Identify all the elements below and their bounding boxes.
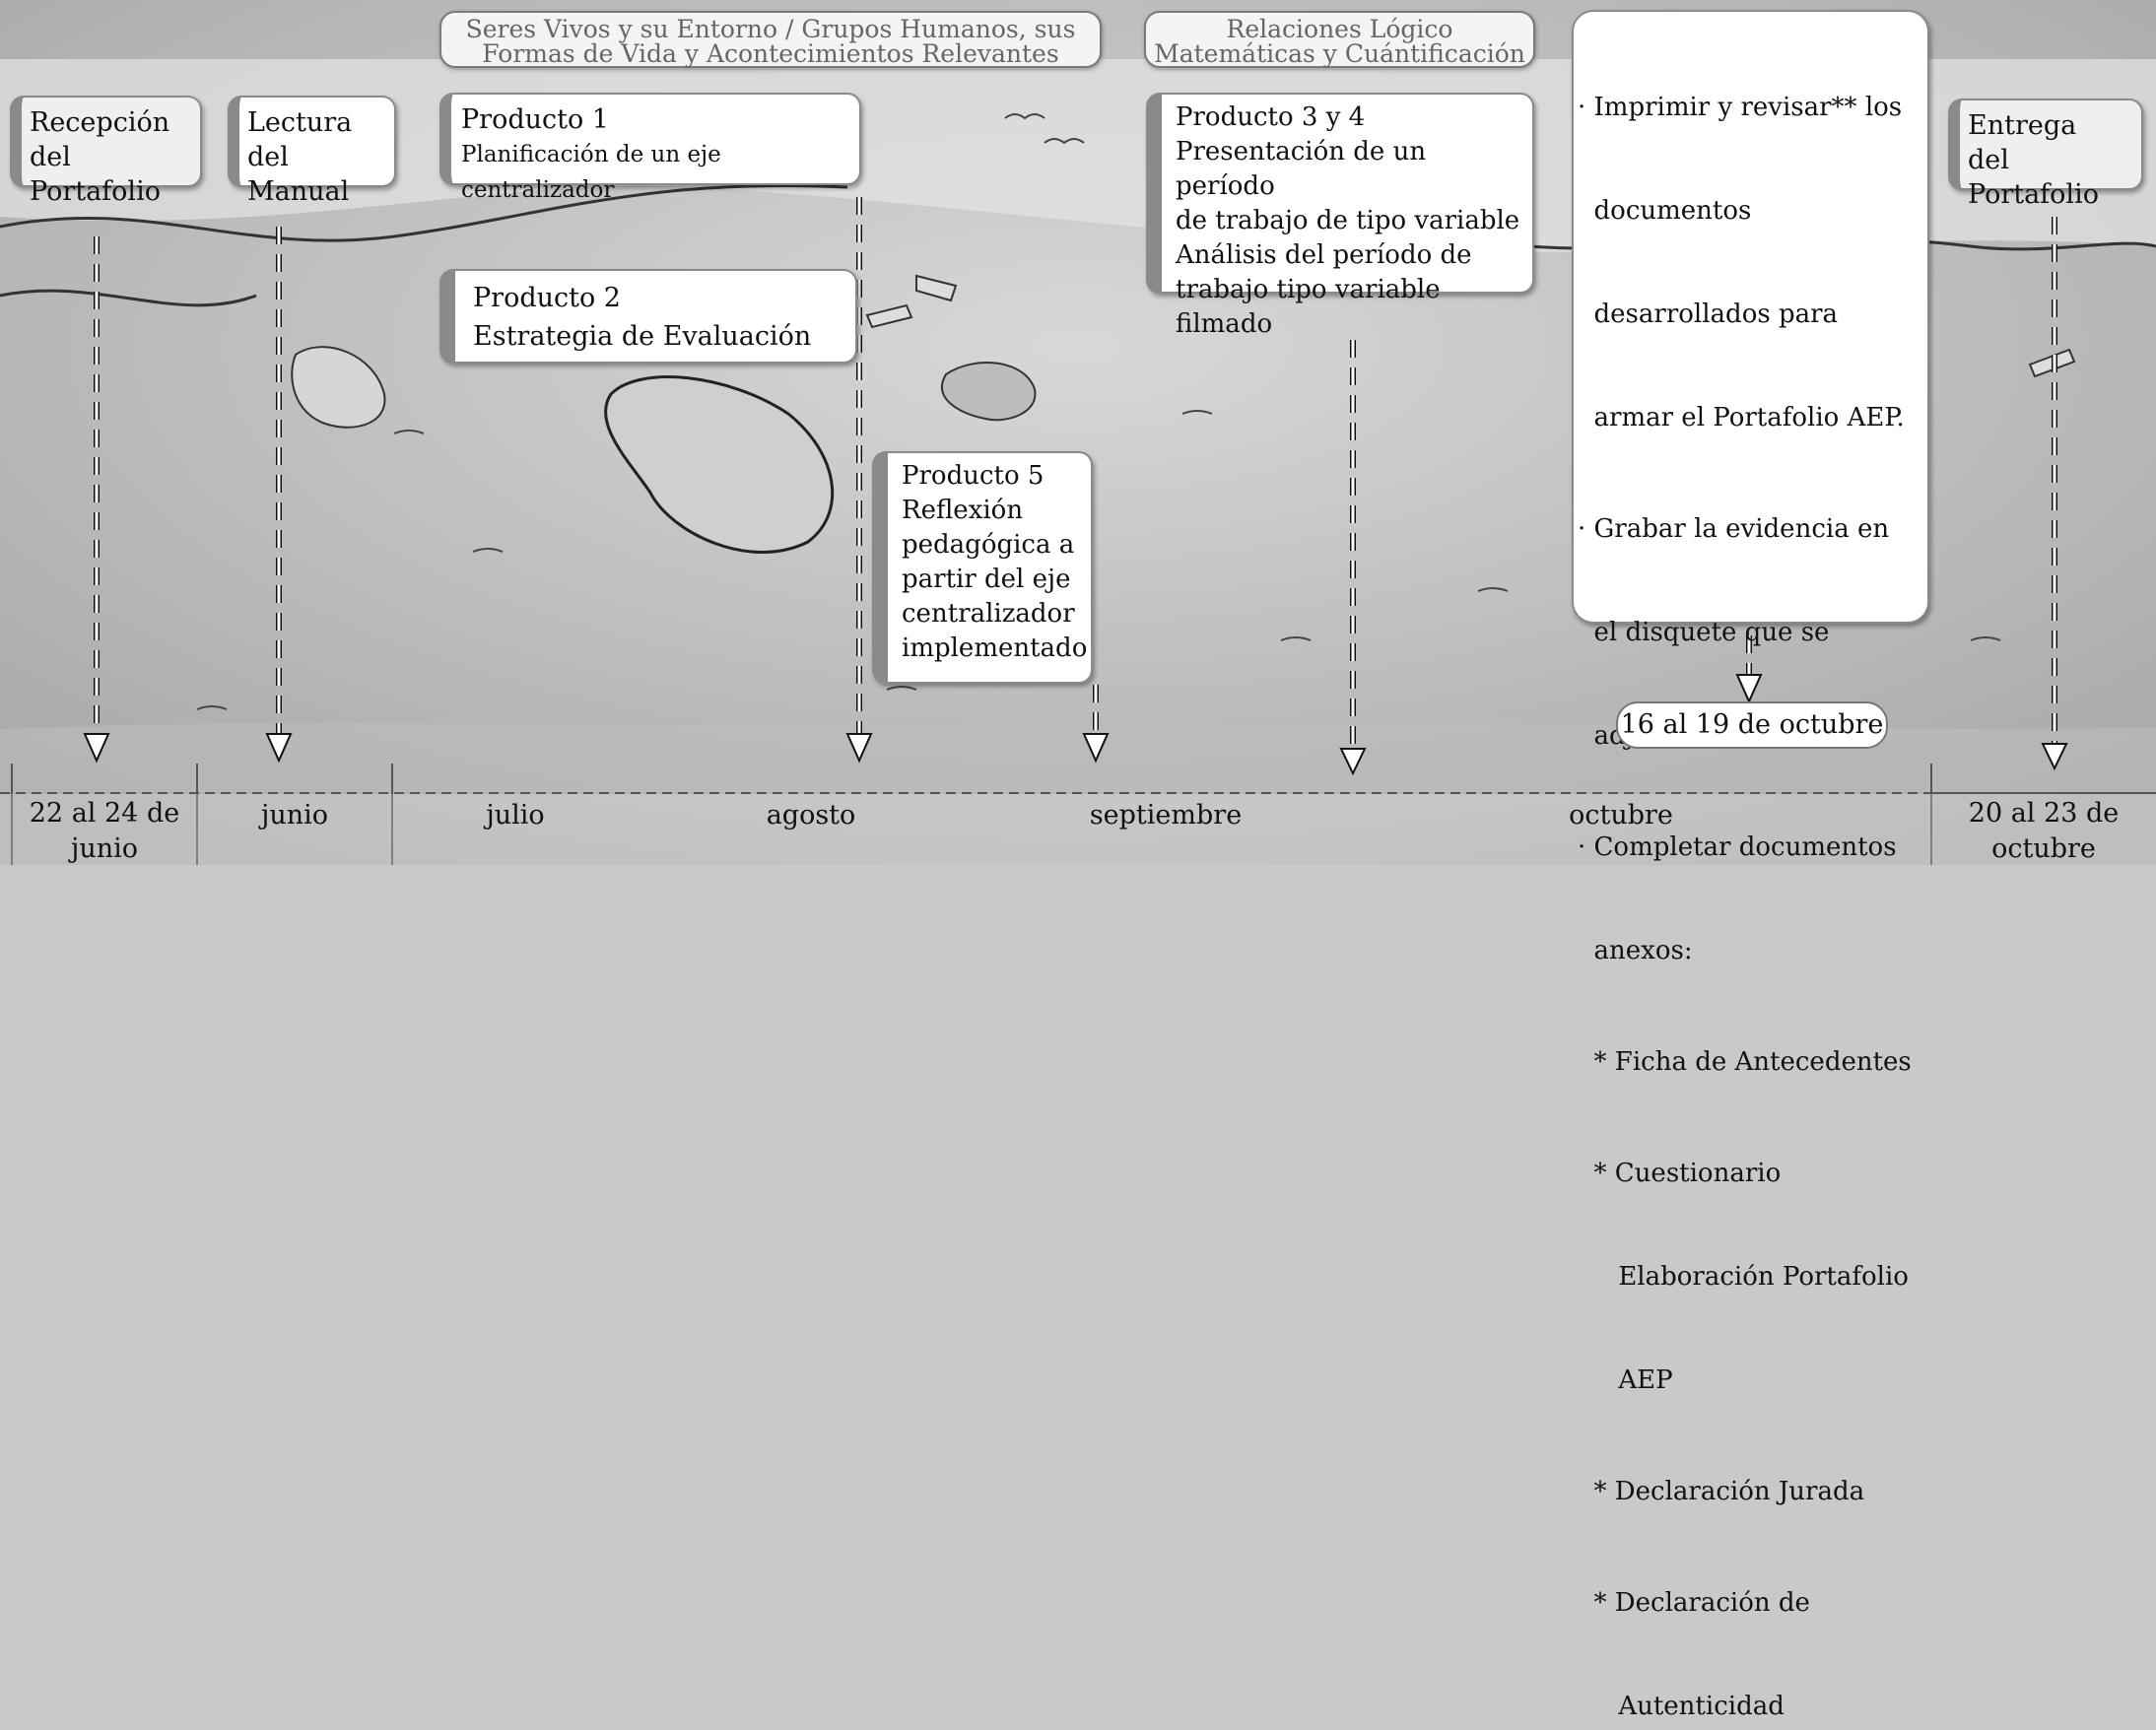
timeline-cell-junio-dates: 22 al 24 de junio <box>12 796 197 867</box>
product-5-line4: centralizador <box>902 599 1075 629</box>
timeline-septiembre: septiembre <box>1089 800 1243 831</box>
timeline-junio: junio <box>260 800 329 831</box>
product-34-title: Producto 3 y 4 <box>1176 102 1366 132</box>
milestone-recepcion-line1: Recepción <box>30 107 170 138</box>
product-5-line1: Reflexión <box>902 496 1024 525</box>
tasks-line-2: documentos <box>1578 196 1752 226</box>
milestone-recepcion-line2: del Portafolio <box>30 142 161 207</box>
timeline-julio: julio <box>486 800 545 831</box>
product-5-line5: implementado <box>902 633 1088 663</box>
milestone-lectura-line1: Lectura <box>247 107 353 138</box>
subject-header-left: Seres Vivos y su Entorno / Grupos Humano… <box>439 11 1102 68</box>
tasks-line-4: armar el Portafolio AEP. <box>1578 403 1905 432</box>
timeline-cell-octubre-dates: 20 al 23 de octubre <box>1931 796 2156 867</box>
tasks-line-12: Elaboración Portafolio <box>1578 1262 1909 1292</box>
tasks-line-3: desarrollados para <box>1578 299 1839 329</box>
product-34-line3: Análisis del período de <box>1176 240 1472 270</box>
timeline-axis <box>0 764 2156 865</box>
milestone-lectura-line2: del Manual <box>247 142 350 207</box>
header-right-line1: Relaciones Lógico <box>1226 15 1453 43</box>
product-34-line2: de trabajo de tipo variable <box>1176 206 1520 235</box>
product-5-title: Producto 5 <box>902 461 1044 491</box>
tasks-line-14: * Declaración Jurada <box>1578 1477 1865 1506</box>
product-34-line1: Presentación de un período <box>1176 137 1427 201</box>
product-34-box: Producto 3 y 4 Presentación de un períod… <box>1146 93 1534 339</box>
tasks-line-11: * Cuestionario <box>1578 1159 1782 1188</box>
header-left-line1: Seres Vivos y su Entorno / Grupos Humano… <box>465 15 1076 43</box>
arrows-layer <box>83 197 2068 776</box>
product-5-line2: pedagógica a <box>902 530 1075 560</box>
timeline-last-line2: octubre <box>1991 833 2096 864</box>
tasks-line-13: AEP <box>1578 1365 1673 1395</box>
tasks-line-15: * Declaración de <box>1578 1588 1810 1618</box>
timeline-agosto: agosto <box>766 800 856 831</box>
milestone-entrega-line2: del Portafolio <box>1968 145 2099 210</box>
product-5-box: Producto 5 Reflexión pedagógica a partir… <box>872 451 1093 684</box>
tasks-line-9: anexos: <box>1578 936 1693 965</box>
product-5-line3: partir del eje <box>902 565 1071 594</box>
milestone-recepcion: Recepción del Portafolio <box>10 96 202 207</box>
product-1-box: Producto 1 Planificación de un eje centr… <box>439 93 861 203</box>
product-34-line4: trabajo tipo variable filmado <box>1176 275 1441 339</box>
milestone-entrega: Entrega del Portafolio <box>1948 99 2143 210</box>
product-2-box: Producto 2 Estrategia de Evaluación <box>439 269 857 364</box>
tasks-line-10: * Ficha de Antecedentes <box>1578 1047 1912 1077</box>
tasks-line-16: Autenticidad <box>1578 1692 1785 1721</box>
tasks-line-1: · Imprimir y revisar** los <box>1578 93 1903 122</box>
tasks-box: · Imprimir y revisar** los documentos de… <box>1572 10 1929 1721</box>
header-right-line2: Matemáticas y Cuántificación <box>1154 39 1525 68</box>
header-left-line2: Formas de Vida y Acontecimientos Relevan… <box>482 39 1059 68</box>
tasks-line-8: · Completar documentos <box>1578 832 1897 862</box>
tasks-date-badge: 16 al 19 de octubre <box>1616 701 1888 749</box>
timeline-c1-line2: de junio <box>70 798 180 864</box>
product-1-desc: Planificación de un eje centralizador <box>461 142 721 203</box>
tasks-line-5: · Grabar la evidencia en <box>1578 514 1890 544</box>
timeline-octubre: octubre <box>1569 800 1673 831</box>
timeline-c1-line1: 22 al 24 <box>29 798 139 829</box>
milestone-entrega-line1: Entrega <box>1968 110 2077 141</box>
timeline-last-line1: 20 al 23 de <box>1968 798 2120 829</box>
milestone-lectura: Lectura del Manual <box>228 96 396 207</box>
subject-header-right: Relaciones Lógico Matemáticas y Cuántifi… <box>1144 11 1535 68</box>
product-2-title: Producto 2 <box>473 283 621 313</box>
product-2-desc: Estrategia de Evaluación <box>473 321 812 352</box>
product-1-title: Producto 1 <box>461 104 609 135</box>
tasks-line-6: el disquete que se <box>1578 618 1830 647</box>
